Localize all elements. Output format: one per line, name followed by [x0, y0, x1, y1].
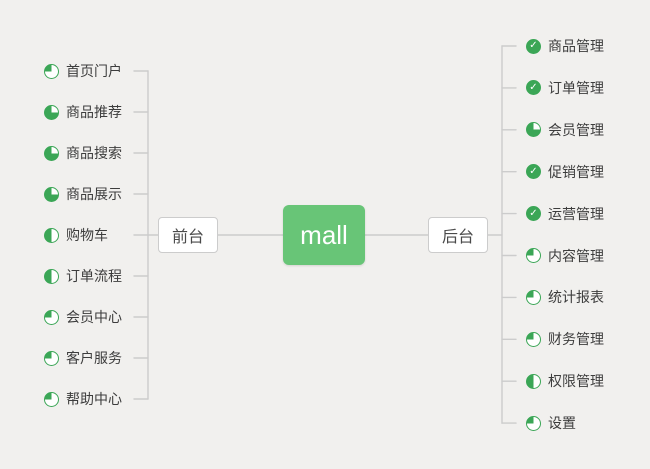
task-item[interactable]: ✓ 订单管理 [526, 78, 604, 98]
task-item-label: 订单流程 [66, 268, 122, 284]
task-item-label: 首页门户 [66, 63, 122, 79]
pie-progress-icon [44, 350, 59, 366]
task-item[interactable]: 订单流程 [44, 266, 122, 286]
task-item[interactable]: 购物车 [44, 225, 108, 245]
root-node-label: mall [300, 219, 348, 250]
task-item-label: 运营管理 [548, 205, 604, 222]
task-item-label: 设置 [548, 415, 576, 432]
pie-progress-icon [526, 331, 541, 347]
task-item-label: 购物车 [66, 227, 108, 243]
pie-progress-icon [526, 373, 541, 389]
task-item[interactable]: ✓ 促销管理 [526, 162, 604, 182]
task-item-label: 统计报表 [548, 289, 604, 306]
task-item[interactable]: 会员中心 [44, 307, 122, 327]
task-item-label: 订单管理 [548, 79, 604, 96]
pie-progress-icon [44, 104, 59, 120]
task-item[interactable]: 首页门户 [44, 61, 122, 81]
branch-node-frontend-label: 前台 [171, 229, 204, 246]
pie-progress-icon [44, 145, 59, 161]
task-item[interactable]: 会员管理 [526, 120, 604, 140]
pie-progress-icon [44, 63, 59, 79]
pie-progress-icon [44, 391, 59, 407]
task-item[interactable]: 权限管理 [526, 371, 604, 391]
task-item[interactable]: 帮助中心 [44, 389, 122, 409]
task-item-label: 内容管理 [548, 247, 604, 264]
task-item[interactable]: 内容管理 [526, 246, 604, 266]
pie-progress-icon [44, 268, 59, 284]
task-item-label: 会员中心 [66, 309, 122, 325]
task-item[interactable]: 商品展示 [44, 184, 122, 204]
task-item[interactable]: 统计报表 [526, 287, 604, 307]
check-icon: ✓ [526, 206, 541, 222]
task-item-label: 商品管理 [548, 38, 604, 54]
pie-progress-icon [526, 248, 541, 263]
pie-progress-icon [44, 227, 59, 243]
branch-node-backend[interactable]: 后台 [428, 217, 488, 253]
branch-node-frontend[interactable]: 前台 [158, 217, 218, 253]
task-item-label: 帮助中心 [66, 391, 122, 407]
task-item-label: 客户服务 [66, 350, 122, 366]
check-icon: ✓ [526, 80, 541, 96]
pie-progress-icon [526, 122, 541, 138]
task-item-label: 会员管理 [548, 121, 604, 138]
branch-node-backend-label: 后台 [441, 229, 474, 246]
task-item[interactable]: 设置 [526, 413, 576, 433]
task-item[interactable]: 商品推荐 [44, 102, 122, 122]
task-item-label: 商品推荐 [66, 104, 122, 120]
task-item-label: 商品搜索 [66, 145, 122, 161]
task-item-label: 财务管理 [548, 331, 604, 348]
task-item[interactable]: 商品搜索 [44, 143, 122, 163]
task-item-label: 商品展示 [66, 186, 122, 202]
pie-progress-icon [44, 186, 59, 202]
task-item[interactable]: ✓ 商品管理 [526, 36, 604, 56]
task-item[interactable]: 客户服务 [44, 348, 122, 368]
check-icon: ✓ [526, 164, 541, 180]
task-item[interactable]: 财务管理 [526, 329, 604, 349]
pie-progress-icon [526, 289, 541, 305]
task-item-label: 促销管理 [548, 163, 604, 180]
task-item[interactable]: ✓ 运营管理 [526, 204, 604, 224]
root-node-mall[interactable]: mall [283, 205, 365, 265]
pie-progress-icon [44, 309, 59, 325]
pie-progress-icon [526, 415, 541, 431]
task-item-label: 权限管理 [548, 373, 604, 390]
check-icon: ✓ [526, 38, 541, 54]
